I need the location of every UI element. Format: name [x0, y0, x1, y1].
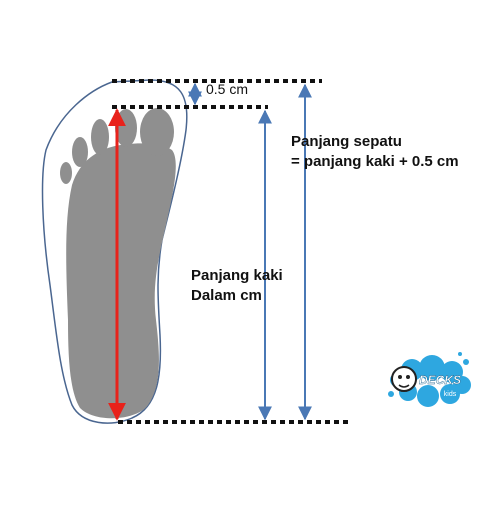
shoe-length-label: Panjang sepatu = panjang kaki + 0.5 cm	[291, 132, 459, 172]
toe-third	[91, 119, 109, 155]
foot-silhouette	[60, 108, 176, 419]
gap-label: 0.5 cm	[206, 81, 249, 97]
foot-length-label-line1: Panjang kaki	[191, 267, 283, 284]
logo-text: DECKS	[419, 373, 461, 387]
logo-face-icon	[391, 366, 417, 392]
shoe-length-label-line2: = panjang kaki + 0.5 cm	[291, 153, 459, 170]
logo-subtext: kids	[444, 391, 457, 398]
decks-kids-logo: DECKS kids	[388, 352, 471, 407]
foot-length-label-line2: Dalam cm	[191, 287, 262, 304]
toe-fifth	[60, 162, 72, 184]
toe-fourth	[72, 137, 88, 167]
foot-length-label: Panjang kaki Dalam cm	[191, 266, 283, 306]
shoe-length-label-line1: Panjang sepatu	[291, 133, 402, 150]
toe-big	[140, 108, 174, 156]
